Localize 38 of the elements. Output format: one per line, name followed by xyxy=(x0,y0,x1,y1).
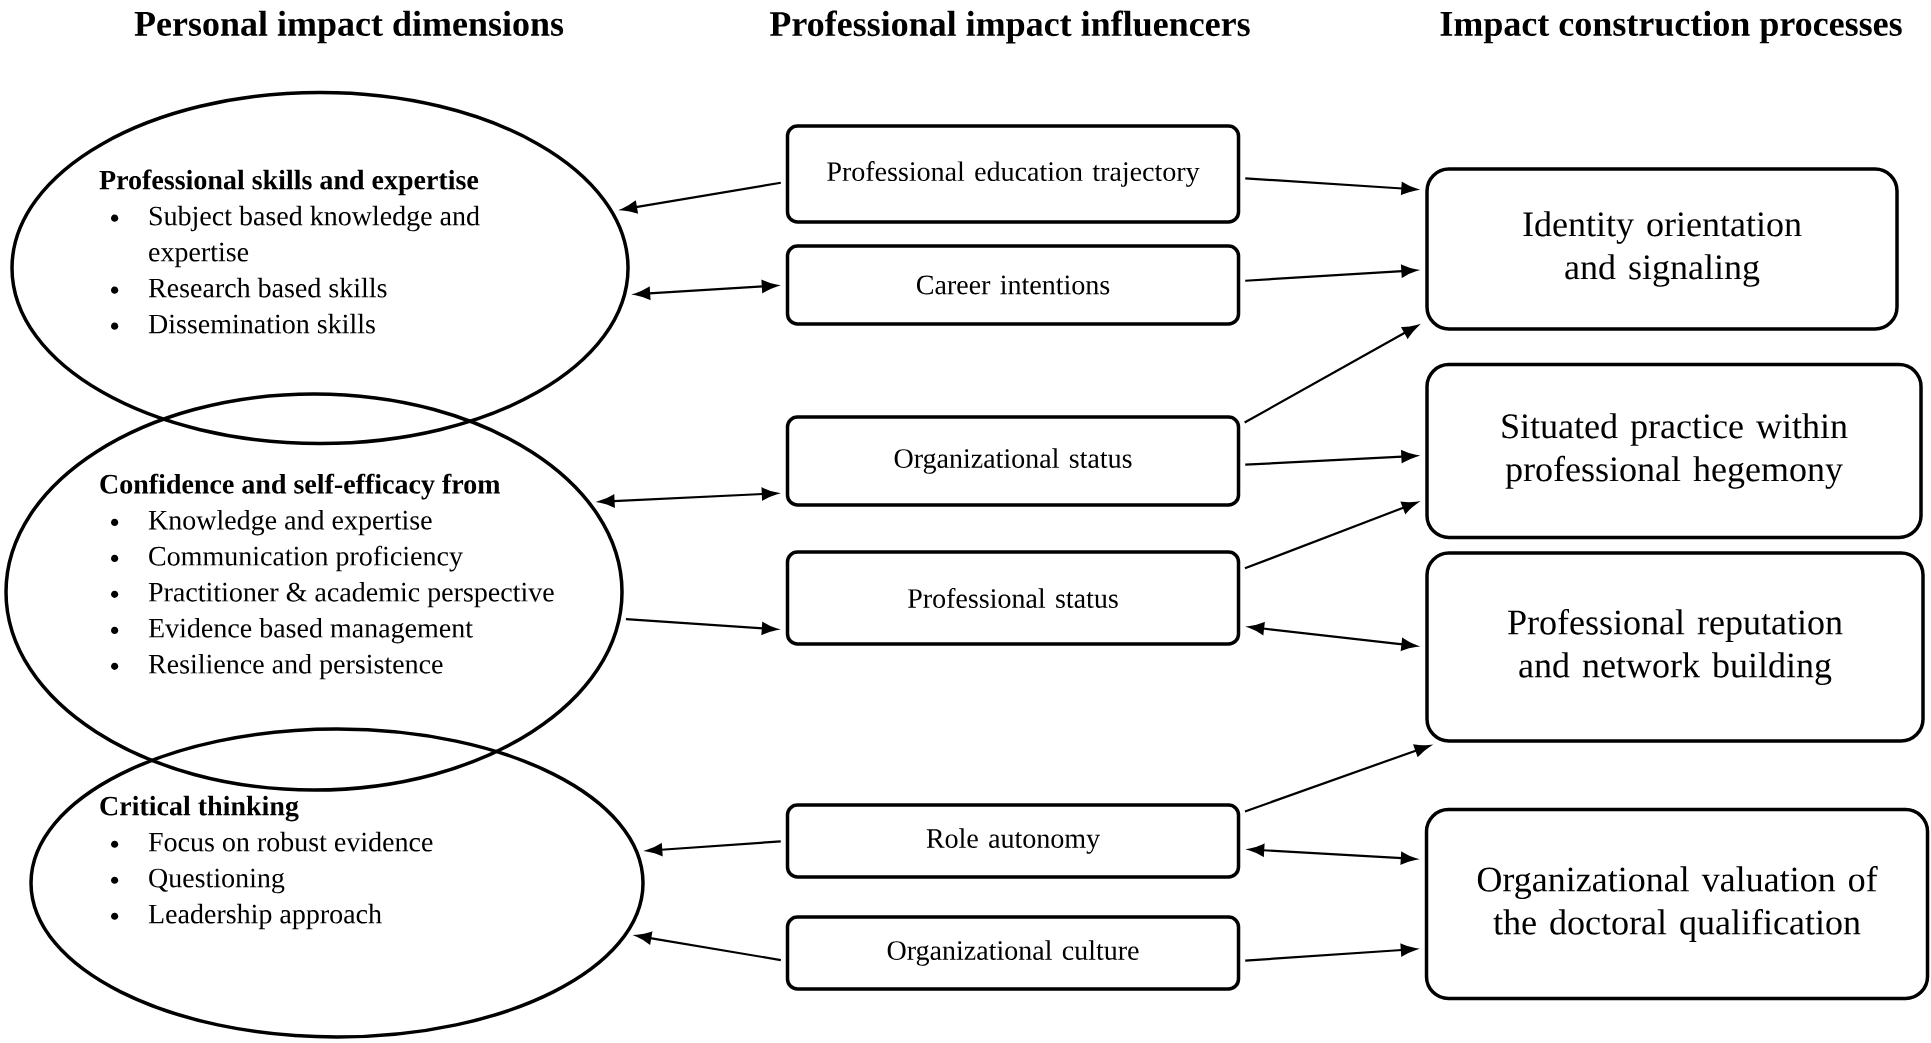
column-heading: Personal impact dimensions xyxy=(134,10,564,44)
arrow xyxy=(1244,324,1418,424)
ellipse xyxy=(4,392,624,792)
arrow xyxy=(1245,264,1417,282)
bullet-item: Communication proficiency xyxy=(149,545,463,572)
arrow xyxy=(1248,844,1417,865)
bullet-item: Knowledge and expertise xyxy=(148,509,432,536)
ellipse xyxy=(10,90,630,446)
bullet-item: Leadership approach xyxy=(148,903,382,930)
influencer-box: Professional status xyxy=(785,550,1241,646)
arrow xyxy=(1244,501,1418,570)
process-box: Professional reputation and network building xyxy=(1425,551,1925,743)
arrow xyxy=(646,840,781,856)
column-heading: Impact construction processes xyxy=(1440,10,1902,44)
influencer-box: Role autonomy xyxy=(785,803,1241,879)
bullet-item: Subject based knowledge and expertise xyxy=(149,205,480,268)
bullet-item: Practitioner & academic perspective xyxy=(148,581,554,608)
arrow xyxy=(1245,943,1417,962)
process-box: Organizational valuation of the doctoral qualification xyxy=(1424,807,1930,1001)
influencer-box: Organizational culture xyxy=(785,915,1241,991)
list-heading: Confidence and self-efficacy from xyxy=(100,473,501,500)
bullet-item: Questioning xyxy=(149,868,285,894)
arrow xyxy=(625,618,778,635)
influencer-box: Career intentions xyxy=(785,244,1241,326)
ellipse xyxy=(29,727,645,1039)
process-box: Situated practice within professional hegemony xyxy=(1425,362,1923,540)
arrow xyxy=(621,181,781,214)
column-heading: Professional impact influencers xyxy=(770,10,1250,44)
influencer-box: Organizational status xyxy=(785,415,1241,507)
influencer-box: Professional education trajectory xyxy=(785,124,1241,224)
process-box: Identity orientation and signaling xyxy=(1425,167,1899,331)
bullet-item: Dissemination skills xyxy=(148,313,375,334)
bullet-item: Research based skills xyxy=(148,277,387,298)
list-heading: Critical thinking xyxy=(100,795,299,822)
bullet-item: Focus on robust evidence xyxy=(148,831,433,852)
bullet-item: Evidence based management xyxy=(148,617,473,644)
list-heading: Professional skills and expertise xyxy=(99,169,479,196)
bullet-item: Resilience and persistence xyxy=(148,653,443,680)
